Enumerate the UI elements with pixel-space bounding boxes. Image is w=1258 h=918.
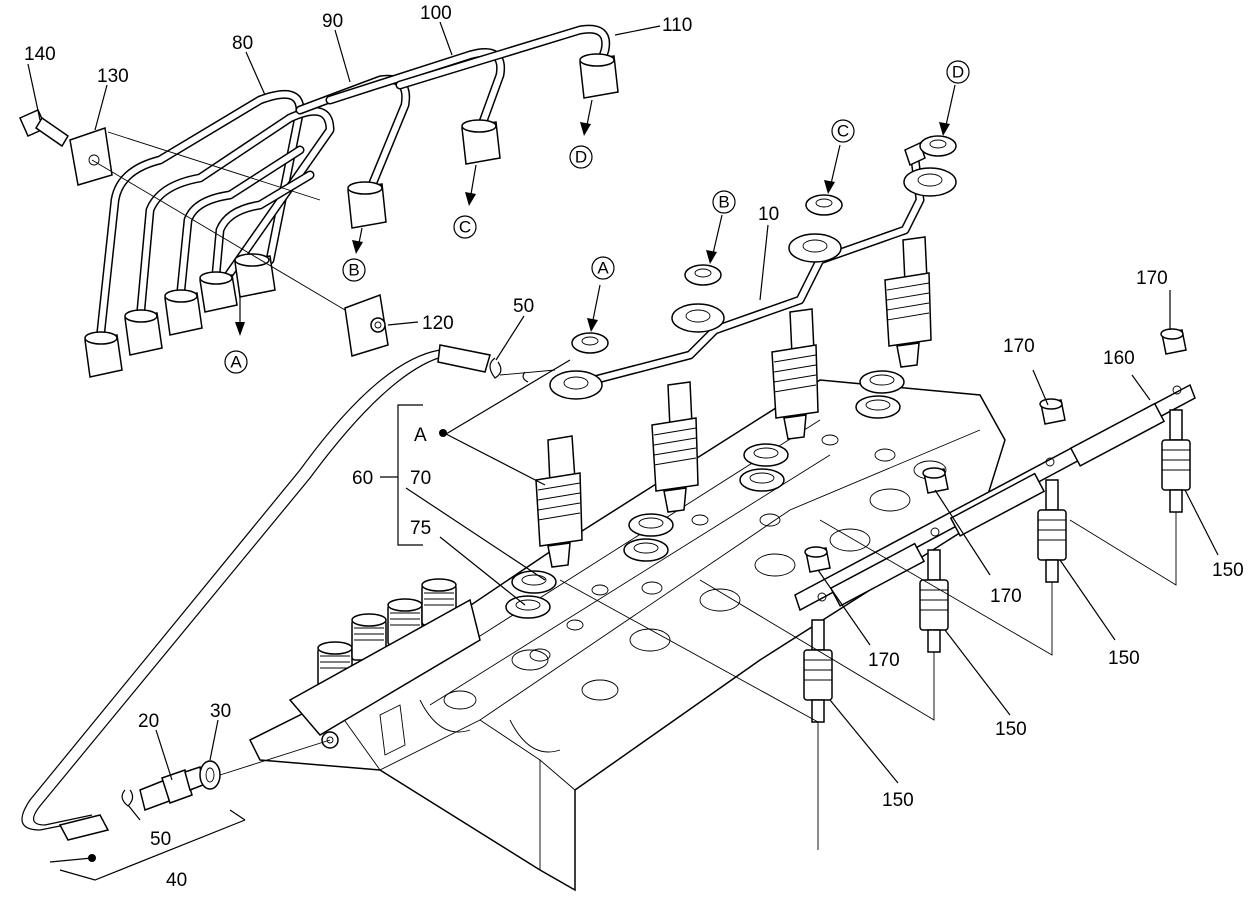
injection-pipes (84, 24, 619, 378)
callout-20: 20 (138, 711, 159, 732)
callout-150-b: 150 (1108, 648, 1140, 669)
connector-pipe-b: B (342, 258, 366, 282)
bolt-140 (19, 109, 70, 148)
callout-170-d: 170 (868, 650, 900, 671)
nuts-170 (804, 328, 1187, 573)
connector-inj-c: C (831, 119, 855, 143)
svg-text:A: A (597, 259, 609, 278)
injector-3 (771, 308, 819, 440)
washers (505, 370, 905, 619)
pipe-nut-a (234, 253, 276, 298)
pipe-nut-d (579, 53, 619, 99)
return-hose-40 (21, 344, 491, 841)
pipe-nut-80b (124, 309, 163, 356)
injector-1 (535, 435, 583, 568)
svg-text:A: A (230, 353, 242, 372)
washer-30 (199, 760, 221, 790)
svg-text:D: D (952, 63, 964, 82)
pipe-nut-80a (84, 331, 123, 378)
callout-100: 100 (420, 3, 452, 24)
callout-30: 30 (210, 701, 231, 722)
callout-50-bottom: 50 (150, 829, 171, 850)
svg-text:C: C (459, 218, 471, 237)
callout-150-d: 150 (882, 790, 914, 811)
svg-text:B: B (348, 261, 359, 280)
callout-10: 10 (758, 204, 779, 225)
callout-75: 75 (410, 518, 431, 539)
banjo-bolts (571, 135, 957, 354)
callout-90: 90 (322, 11, 343, 32)
pipe-nut-80d (199, 271, 238, 313)
fitting-20 (139, 766, 204, 811)
clamp-130 (69, 126, 113, 186)
pump-outlets (288, 578, 481, 749)
pipe-nut-b (347, 181, 387, 229)
svg-text:C: C (837, 122, 849, 141)
callout-120: 120 (422, 313, 454, 334)
injector-4 (884, 236, 932, 368)
connector-pipe-c: C (453, 215, 477, 239)
callout-170-c: 170 (990, 586, 1022, 607)
injector-2 (651, 381, 699, 513)
callout-50-top: 50 (513, 296, 534, 317)
connector-pipe-d: D (569, 145, 593, 169)
connector-inj-b: B (712, 190, 736, 214)
glow-plugs-150 (803, 409, 1191, 723)
callout-group-a: A (414, 425, 427, 446)
leak-off-pipe-10 (549, 141, 957, 400)
connector-pipe-a: A (224, 350, 248, 374)
pipe-nut-c (461, 119, 501, 165)
callout-60: 60 (352, 468, 373, 489)
callout-170-a: 170 (1136, 268, 1168, 289)
callout-150-a: 150 (1212, 560, 1244, 581)
callout-130: 130 (97, 66, 129, 87)
callout-150-c: 150 (995, 719, 1027, 740)
callout-170-b: 170 (1003, 336, 1035, 357)
pipe-nut-80c (164, 289, 203, 336)
clamp-120 (344, 293, 389, 357)
callout-40: 40 (166, 870, 187, 891)
cylinder-head (248, 379, 1006, 892)
svg-text:D: D (575, 148, 587, 167)
callout-110: 110 (662, 15, 692, 36)
busbar-160 (794, 383, 1196, 612)
connector-inj-a: A (591, 256, 615, 280)
callout-160: 160 (1103, 348, 1135, 369)
callout-80: 80 (232, 33, 253, 54)
svg-text:B: B (718, 193, 729, 212)
connector-inj-d: D (946, 60, 970, 84)
callout-140: 140 (24, 44, 56, 65)
callout-70: 70 (410, 468, 431, 489)
